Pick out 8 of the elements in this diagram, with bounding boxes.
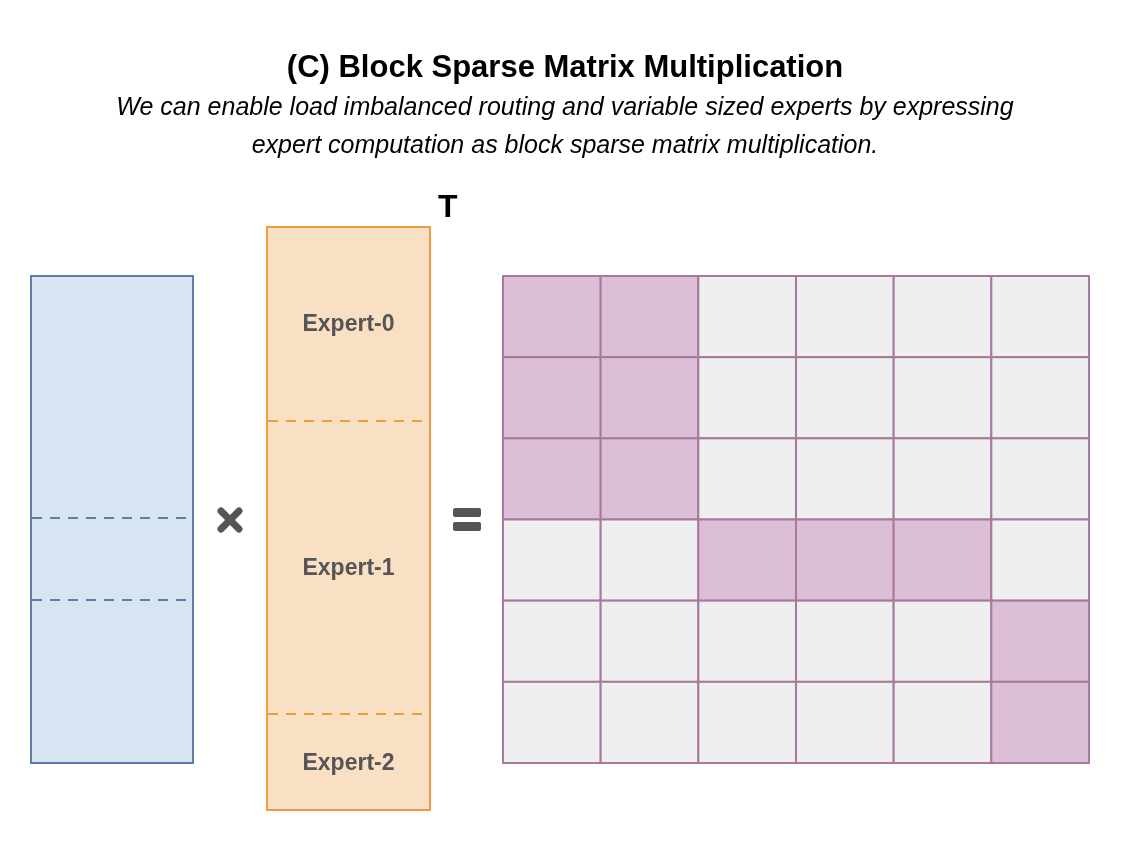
expert-label: Expert-1 <box>302 553 395 583</box>
expert-label: Expert-0 <box>302 309 395 339</box>
expert-label: Expert-2 <box>302 748 395 778</box>
subtitle: We can enable load imbalanced routing and variable sized experts by expressing expert computation as block sparse matrix multiplication. <box>115 91 1015 160</box>
matrix-block <box>30 275 194 764</box>
sparse-grid <box>502 275 1090 764</box>
title: (C) Block Sparse Matrix Multiplication <box>286 48 844 86</box>
transpose-mark: T <box>438 190 458 222</box>
